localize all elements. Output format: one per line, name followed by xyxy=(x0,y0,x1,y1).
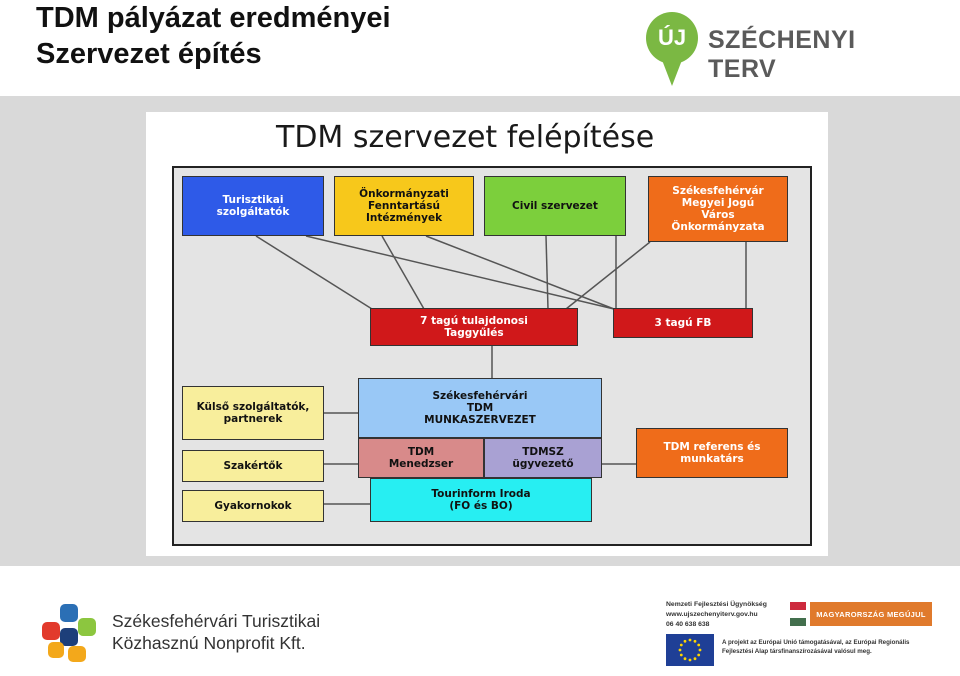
agency-info: Nemzeti Fejlesztési Ügynökség www.ujszec… xyxy=(666,600,767,630)
node-taggyules: 7 tagú tulajdonosi Taggyűlés xyxy=(370,308,578,346)
renewal-banner: MAGYARORSZÁG MEGÚJUL xyxy=(810,602,932,626)
slide-title: TDM pályázat eredményei Szervezet építés xyxy=(36,0,391,72)
brand-wordmark: SZÉCHENYI TERV xyxy=(708,26,856,83)
map-pin-icon xyxy=(662,60,682,86)
link-civil-taggyules xyxy=(545,235,549,310)
link-turisztikai-taggyules xyxy=(255,235,373,310)
node-civil-szervezet: Civil szervezet xyxy=(484,176,626,236)
node-felugyelo-bizottsag: 3 tagú FB xyxy=(613,308,753,338)
node-onkormanyzati-intezmenyek: Önkormányzati Fenntartású Intézmények xyxy=(334,176,474,236)
agency-phone: 06 40 638 638 xyxy=(666,621,710,628)
node-szakertok: Szakértők xyxy=(182,450,324,482)
link-onkormanyzati-fb xyxy=(425,235,615,310)
node-turisztikai-szolgaltatok: Turisztikai szolgáltatók xyxy=(182,176,324,236)
hungarian-flag-icon xyxy=(790,602,806,626)
node-kulso-szolgaltatok: Külső szolgáltatók, partnerek xyxy=(182,386,324,440)
szekesfehervar-tourism-logo: Székesfehérvári Turisztikai Közhasznú No… xyxy=(38,600,338,666)
node-gyakornokok: Gyakornokok xyxy=(182,490,324,522)
org-diagram: TDM szervezet felépítése Turisztikai szo… xyxy=(146,112,828,556)
szechenyi-terv-logo: ÚJ SZÉCHENYI TERV xyxy=(640,6,930,92)
node-munkaszervezet: Székesfehérvári TDM MUNKASZERVEZET xyxy=(358,378,602,438)
link-onkormanyzati-taggyules xyxy=(381,235,425,310)
link-turisztikai-fb xyxy=(305,235,615,310)
puzzle-logo-icon xyxy=(42,604,96,662)
link-szekesfehervar-taggyules xyxy=(565,241,651,310)
diagram-title: TDM szervezet felépítése xyxy=(276,120,655,155)
brand-pin-label: ÚJ xyxy=(646,12,698,64)
org-name-line1: Székesfehérvári Turisztikai xyxy=(112,611,321,631)
node-szekesfehervar-onkormanyzata: Székesfehérvár Megyei Jogú Város Önkormá… xyxy=(648,176,788,242)
slide-title-line2: Szervezet építés xyxy=(36,38,262,70)
node-tdm-menedzser: TDM Menedzser xyxy=(358,438,484,478)
node-tourinform-iroda: Tourinform Iroda (FO és BO) xyxy=(370,478,592,522)
node-tdm-referens: TDM referens és munkatárs xyxy=(636,428,788,478)
organization-name: Székesfehérvári Turisztikai Közhasznú No… xyxy=(112,610,320,654)
node-tdmsz-ugyvezeto: TDMSZ ügyvezető xyxy=(484,438,602,478)
connector-lines xyxy=(255,235,747,505)
eu-funding-statement: A projekt az Európai Unió támogatásával,… xyxy=(722,639,910,655)
slide-title-line1: TDM pályázat eredményei xyxy=(36,2,391,34)
eu-flag-icon xyxy=(666,634,714,666)
agency-name: Nemzeti Fejlesztési Ügynökség xyxy=(666,601,767,608)
org-name-line2: Közhasznú Nonprofit Kft. xyxy=(112,633,306,653)
agency-website: www.ujszechenyiterv.gov.hu xyxy=(666,611,758,618)
eu-funding-block: Nemzeti Fejlesztési Ügynökség www.ujszec… xyxy=(664,596,940,668)
